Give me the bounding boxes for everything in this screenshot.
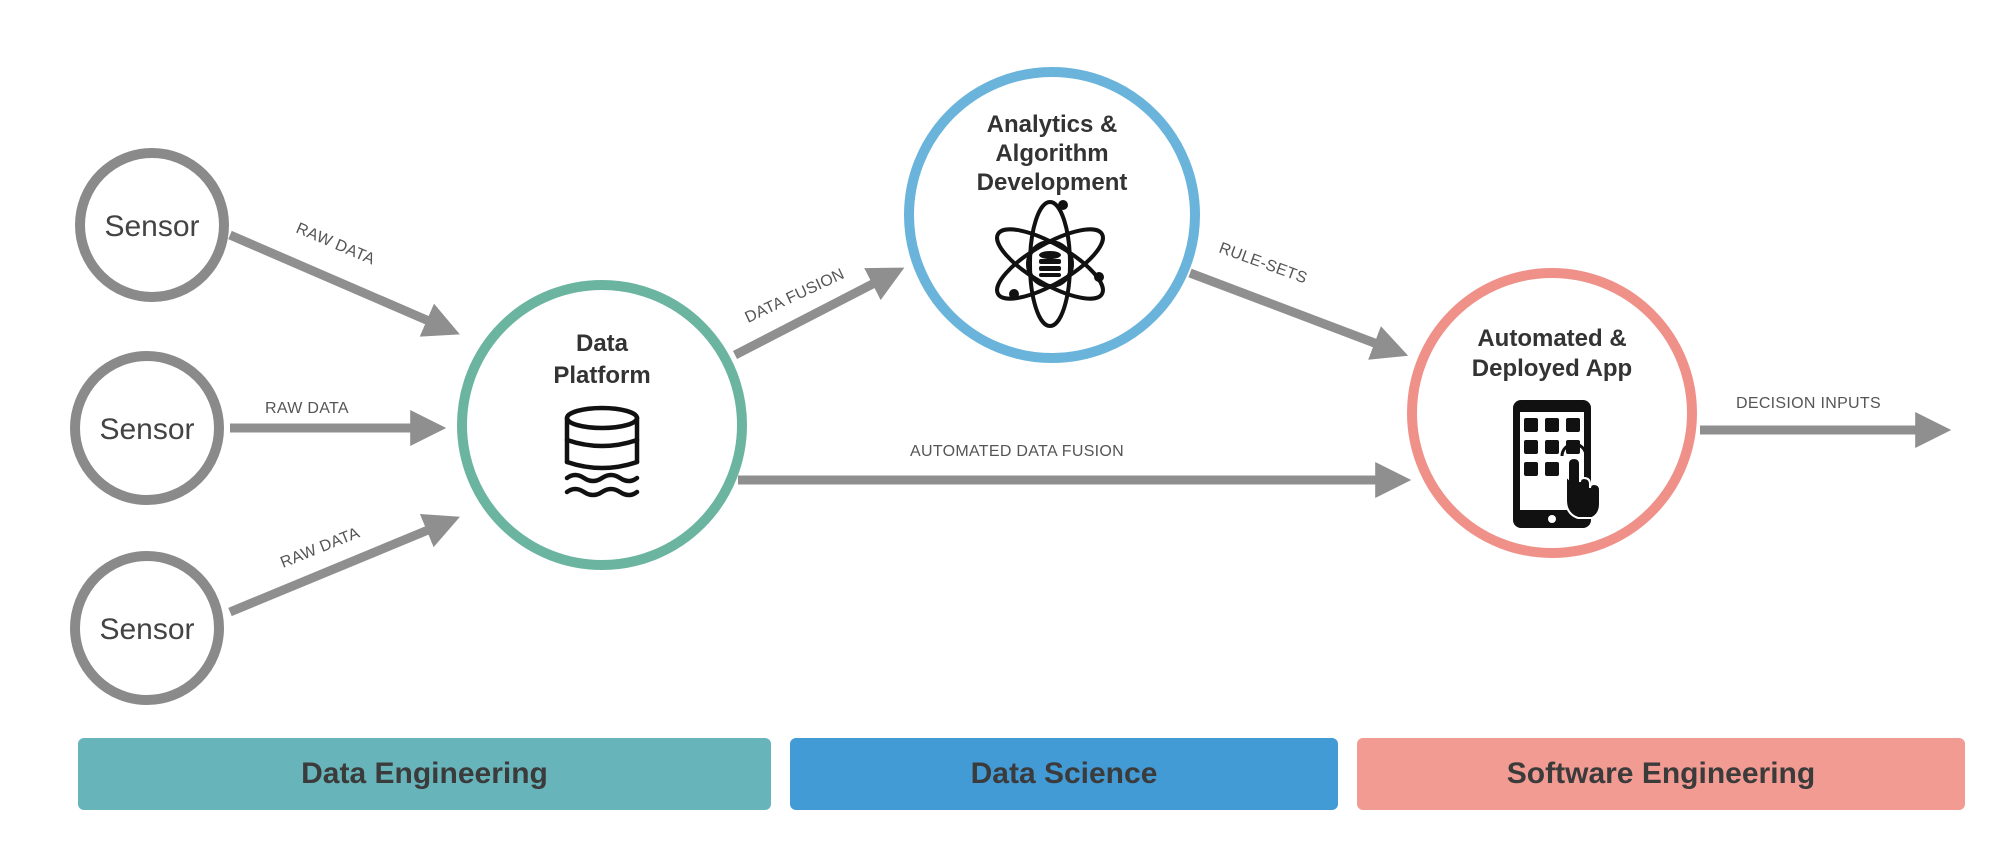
edge-label-data-fusion: DATA FUSION	[743, 266, 848, 327]
band-software-engineering: Software Engineering	[1357, 738, 1965, 810]
app-node: Automated & Deployed App	[1407, 268, 1697, 558]
edge-label-raw-data-middle: RAW DATA	[265, 400, 349, 417]
atom-database-icon	[995, 200, 1105, 328]
sensor-label: Sensor	[99, 413, 194, 446]
edge-label-raw-data-top: RAW DATA	[293, 220, 377, 268]
sensor-label: Sensor	[104, 210, 199, 243]
data-platform-node: Data Platform	[457, 280, 747, 570]
edge-label-rule-sets: RULE-SETS	[1217, 240, 1310, 288]
data-platform-title-line-1: Data	[576, 330, 629, 357]
band-data-engineering: Data Engineering	[78, 738, 771, 810]
arrow-platform-to-analytics	[732, 267, 905, 359]
touch-hand-icon	[1560, 442, 1601, 519]
analytics-title-line-3: Development	[977, 169, 1128, 196]
database-icon	[564, 405, 640, 498]
tablet-touch-icon	[1513, 400, 1601, 528]
sensor-node-middle: Sensor	[70, 351, 224, 505]
edge-label-automated-data-fusion: AUTOMATED DATA FUSION	[910, 443, 1124, 460]
band-data-science: Data Science	[790, 738, 1338, 810]
arrow-analytics-to-app	[1188, 268, 1409, 360]
data-platform-title-line-2: Platform	[553, 362, 650, 389]
edge-label-decision-inputs: DECISION INPUTS	[1736, 395, 1881, 412]
analytics-title-line-2: Algorithm	[995, 140, 1108, 167]
analytics-title-line-1: Analytics &	[987, 111, 1118, 138]
app-title-line-1: Automated &	[1477, 325, 1626, 352]
sensor-label: Sensor	[99, 613, 194, 646]
arrows	[228, 230, 1952, 617]
arrow-sensor-top-to-platform	[228, 230, 460, 337]
arrow-sensor-bottom-to-platform	[228, 513, 460, 617]
app-title-line-2: Deployed App	[1472, 355, 1632, 382]
analytics-node: Analytics & Algorithm Development	[904, 67, 1200, 363]
sensor-node-bottom: Sensor	[70, 551, 224, 705]
sensor-node-top: Sensor	[75, 148, 229, 302]
